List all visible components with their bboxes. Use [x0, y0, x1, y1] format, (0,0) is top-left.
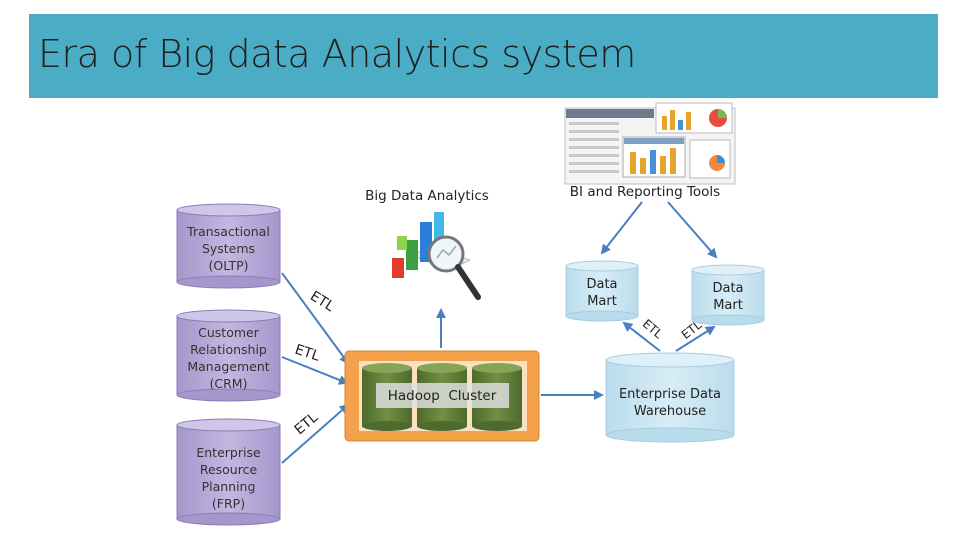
arrow-bi-to-mart-left: [600, 201, 643, 255]
arrow-bi-to-mart-right: [667, 201, 718, 259]
source-cylinder-oltp: Transactional Systems (OLTP): [176, 203, 281, 289]
source-label-line: Planning: [202, 479, 256, 494]
source-label-line: Enterprise: [196, 445, 261, 460]
source-label-line: Customer: [198, 325, 260, 340]
warehouse-label-line: Warehouse: [634, 404, 706, 419]
arrow-oltp-to-hadoop: [281, 272, 350, 365]
data-mart-right: Data Mart: [691, 264, 765, 326]
etl-label: ETL: [307, 288, 337, 315]
data-mart-left: Data Mart: [565, 260, 639, 322]
bi-tools-label: BI and Reporting Tools: [570, 184, 720, 200]
arrow-erp-to-hadoop: [281, 403, 350, 464]
etl-label: ETL: [292, 410, 322, 439]
source-cylinder-erp: Enterprise Resource Planning (FRP): [176, 418, 281, 526]
hadoop-cluster-label: Hadoop Cluster: [388, 388, 497, 404]
page-title: Era of Big data Analytics system: [38, 32, 636, 76]
hadoop-cluster: Hadoop Cluster: [344, 350, 540, 442]
analytics-label: Big Data Analytics: [365, 188, 489, 204]
source-label-line: Management: [187, 359, 269, 374]
source-label-line: (FRP): [212, 496, 245, 511]
title-bar: Era of Big data Analytics system: [29, 14, 938, 98]
data-mart-label-line: Data: [712, 281, 743, 296]
arrow-warehouse-to-mart-left: [622, 321, 661, 352]
analytics-icon: [392, 212, 481, 300]
data-mart-label-line: Mart: [713, 298, 743, 313]
data-mart-label-line: Data: [586, 277, 617, 292]
enterprise-data-warehouse: Enterprise Data Warehouse: [605, 352, 735, 443]
source-label-line: (OLTP): [208, 258, 248, 273]
data-mart-label-line: Mart: [587, 294, 617, 309]
arrow-crm-to-hadoop: [281, 356, 349, 385]
source-cylinder-crm: Customer Relationship Management (CRM): [176, 309, 281, 402]
source-label-line: Systems: [202, 241, 255, 256]
source-label-line: (CRM): [210, 376, 248, 391]
bi-dashboard-thumbnail: [564, 102, 736, 185]
source-label-line: Resource: [200, 462, 258, 477]
source-label-line: Relationship: [190, 342, 267, 357]
source-label-line: Transactional: [186, 224, 270, 239]
arrow-warehouse-to-mart-right: [675, 325, 716, 352]
warehouse-label-line: Enterprise Data: [619, 387, 721, 402]
etl-label: ETL: [293, 342, 322, 365]
